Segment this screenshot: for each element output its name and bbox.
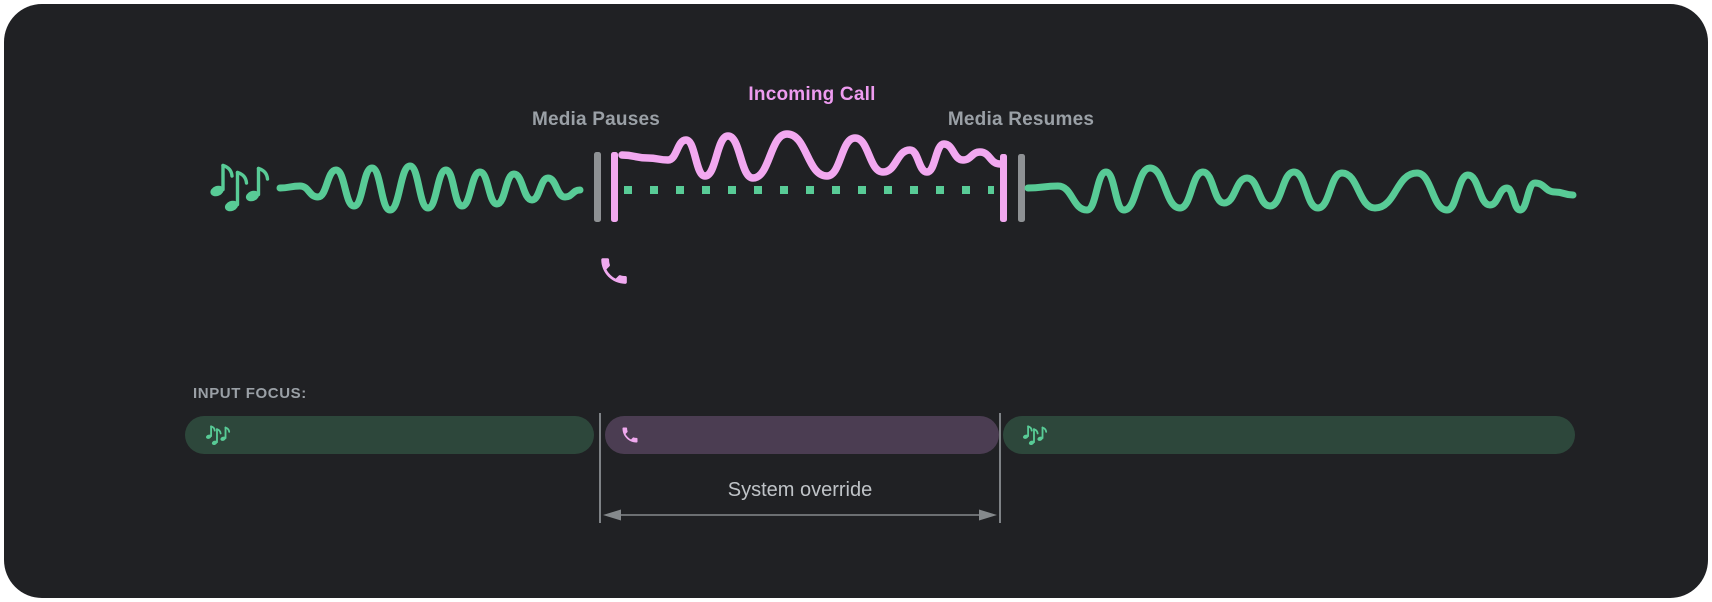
audio-focus-card — [4, 4, 1708, 598]
input-focus-heading: INPUT FOCUS: — [193, 385, 307, 402]
incoming-call-wave — [618, 130, 1004, 182]
phone-icon — [622, 427, 638, 443]
focus-bar-incoming-call — [605, 416, 999, 454]
resume-marker — [1000, 154, 1025, 222]
phone-icon — [601, 258, 627, 284]
system-override-label: System override — [727, 479, 873, 501]
media-pauses-label: Media Pauses — [531, 109, 661, 130]
override-guide-line-right — [999, 413, 1001, 523]
resume-marker-gray-bar — [1018, 154, 1025, 222]
system-override-arrow — [603, 509, 997, 521]
media-wave-after — [1024, 164, 1577, 214]
media-wave-before — [276, 162, 584, 214]
focus-bar-media-after — [1003, 416, 1575, 454]
pause-marker-gray-bar — [594, 152, 601, 222]
resume-marker-pink-bar — [1000, 154, 1007, 222]
override-guide-line-left — [599, 413, 601, 523]
incoming-call-label: Incoming Call — [748, 84, 876, 105]
pause-marker — [594, 152, 618, 222]
focus-bar-media-before — [185, 416, 594, 454]
media-resumes-label: Media Resumes — [947, 109, 1095, 130]
music-notes-icon — [210, 163, 270, 212]
music-notes-icon — [1022, 424, 1048, 445]
pause-marker-pink-bar — [611, 152, 618, 222]
music-notes-icon — [205, 424, 231, 445]
